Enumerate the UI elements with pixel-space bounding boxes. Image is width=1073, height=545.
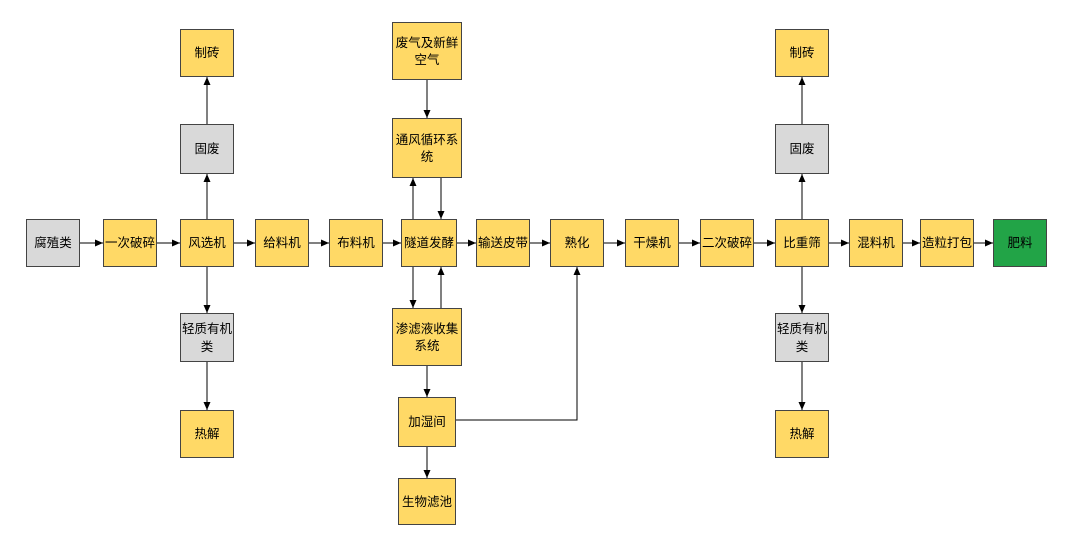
node-curing: 熟化: [550, 219, 604, 267]
arrow-humidification-to-curing: [456, 267, 581, 421]
node-primary-crushing: 一次破碎: [103, 219, 157, 267]
node-humus-input: 腐殖类: [26, 219, 80, 267]
node-secondary-crushing: 二次破碎: [700, 219, 754, 267]
node-gravity-screen: 比重筛: [775, 219, 829, 267]
node-brick-making-1: 制砖: [180, 29, 234, 77]
node-pyrolysis-1: 热解: [180, 410, 234, 458]
node-conveyor-belt: 输送皮带: [476, 219, 530, 267]
node-brick-making-2: 制砖: [775, 29, 829, 77]
node-granulation-packing: 造粒打包: [920, 219, 974, 267]
node-solid-waste-2: 固废: [775, 124, 829, 174]
node-ventilation-system: 通风循环系统: [392, 118, 462, 178]
node-distributor: 布料机: [329, 219, 383, 267]
node-air-separator: 风选机: [180, 219, 234, 267]
node-solid-waste-1: 固废: [180, 124, 234, 174]
node-pyrolysis-2: 热解: [775, 410, 829, 458]
node-fertilizer-output: 肥料: [993, 219, 1047, 267]
node-light-organics-2: 轻质有机类: [775, 313, 829, 362]
node-mixer: 混料机: [849, 219, 903, 267]
node-dryer: 干燥机: [625, 219, 679, 267]
node-biofilter: 生物滤池: [398, 478, 456, 525]
node-light-organics-1: 轻质有机类: [180, 313, 234, 362]
node-feeder: 给料机: [255, 219, 309, 267]
node-tunnel-fermentation: 隧道发酵: [401, 219, 457, 267]
node-exhaust-fresh-air: 废气及新鲜空气: [392, 22, 462, 80]
node-leachate-collection: 渗滤液收集系统: [392, 308, 462, 366]
node-humidification-room: 加湿间: [398, 397, 456, 447]
